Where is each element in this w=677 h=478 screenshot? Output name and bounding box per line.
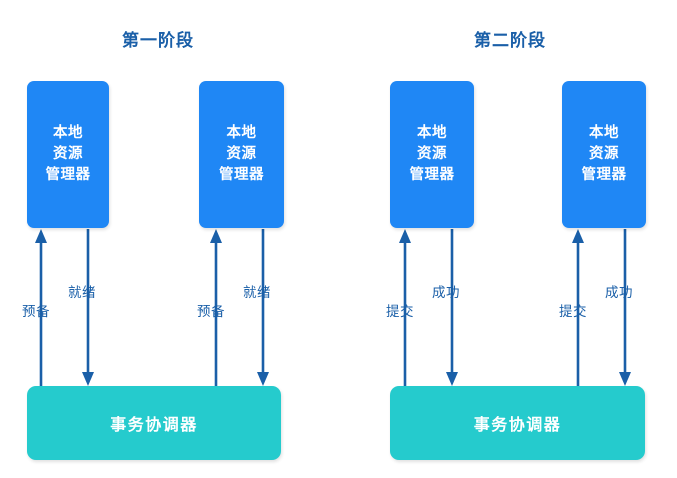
resource-manager-label: 本地 资源 管理器 <box>409 124 455 183</box>
arrow-down <box>446 229 458 386</box>
phase-title: 第一阶段 <box>122 31 194 51</box>
arrow-up <box>35 229 47 386</box>
arrow-down <box>619 229 631 386</box>
transaction-coordinator-label: 事务协调器 <box>473 415 562 434</box>
transaction-coordinator-box[interactable]: 事务协调器 <box>390 386 645 460</box>
resource-manager-label: 本地 资源 管理器 <box>45 124 91 183</box>
edge-label: 预备 <box>197 304 225 320</box>
edge-label: 就绪 <box>68 285 96 301</box>
resource-manager-label: 本地 资源 管理器 <box>219 124 264 183</box>
arrow-up <box>210 229 222 386</box>
edge-label: 就绪 <box>243 285 271 301</box>
edge-label: 成功 <box>605 285 633 301</box>
resource-manager-box[interactable]: 本地 资源 管理器 <box>562 81 646 228</box>
resource-manager-box[interactable]: 本地 资源 管理器 <box>199 81 284 228</box>
edge-label: 提交 <box>386 304 414 320</box>
transaction-coordinator-label: 事务协调器 <box>110 415 198 434</box>
resource-manager-box[interactable]: 本地 资源 管理器 <box>390 81 474 228</box>
arrow-up <box>572 229 584 386</box>
edge-label: 成功 <box>432 285 460 301</box>
arrow-down <box>257 229 269 386</box>
transaction-coordinator-box[interactable]: 事务协调器 <box>27 386 281 460</box>
edge-label: 预备 <box>22 304 50 320</box>
arrow-down <box>82 229 94 386</box>
resource-manager-label: 本地 资源 管理器 <box>581 124 627 183</box>
arrow-up <box>399 229 411 386</box>
edge-label: 提交 <box>559 304 587 320</box>
resource-manager-box[interactable]: 本地 资源 管理器 <box>27 81 109 228</box>
phase-title: 第二阶段 <box>474 31 546 51</box>
